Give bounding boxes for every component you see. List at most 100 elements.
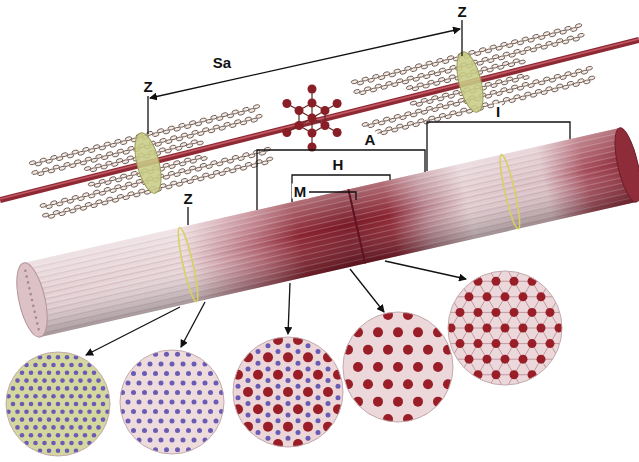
lattice-dot xyxy=(308,85,317,94)
thin-filament-dot xyxy=(306,401,311,406)
thin-filament-bead xyxy=(264,147,271,152)
thin-filament-dot xyxy=(69,347,74,352)
thin-filament-dot xyxy=(96,378,101,383)
thick-filament-dot xyxy=(373,293,383,303)
thick-filament-dot xyxy=(263,352,273,362)
thin-filament-dot xyxy=(175,428,180,433)
thin-filament-dot xyxy=(74,402,79,407)
thick-filament-dot xyxy=(546,308,555,317)
cap-dot xyxy=(24,269,27,272)
m-bridge xyxy=(550,375,559,391)
thin-filament-dot xyxy=(192,342,197,347)
thin-filament-dot xyxy=(38,371,43,376)
thin-filament-dot xyxy=(326,378,331,383)
z-line-ring xyxy=(497,154,524,230)
thin-filament-dot xyxy=(51,394,56,399)
thin-filament-dot xyxy=(131,390,136,395)
thin-filament-dot xyxy=(24,409,29,414)
thin-filament-dot xyxy=(137,419,142,424)
thin-filament-dot xyxy=(126,438,131,443)
thin-filament-dot xyxy=(109,409,114,414)
thin-filament-dot xyxy=(83,417,88,422)
thick-filament-dot xyxy=(483,292,492,301)
m-bridge xyxy=(559,296,577,297)
thick-filament-dot xyxy=(447,355,456,364)
thin-filament-dot xyxy=(115,400,120,405)
thin-filament-dot xyxy=(96,441,101,446)
thin-filament-dot xyxy=(42,363,47,368)
thick-filament-dot xyxy=(333,439,343,449)
thin-filament-dot xyxy=(170,457,175,462)
thick-filament-dot xyxy=(456,308,465,317)
thin-filament-dot xyxy=(56,433,61,438)
thin-filament-dot xyxy=(346,413,351,418)
thin-filament-dot xyxy=(208,447,213,452)
thick-filament-dot xyxy=(537,324,546,333)
thick-filament-dot xyxy=(403,379,413,389)
thin-filament-dot xyxy=(78,456,83,461)
thin-filament-dot xyxy=(69,409,74,414)
lattice-dot xyxy=(295,121,304,130)
thin-filament-dot xyxy=(42,394,47,399)
thick-filament-dot xyxy=(313,370,323,380)
thick-filament-dot xyxy=(303,422,313,432)
thick-filament-dot xyxy=(223,387,233,397)
z-disk-group xyxy=(29,103,274,221)
m-bridge xyxy=(505,390,514,406)
lattice-icon xyxy=(282,85,341,152)
m-bridge xyxy=(541,375,550,391)
thick-filament-dot xyxy=(213,404,223,414)
thin-filament-dot xyxy=(120,428,125,433)
thin-filament-dot xyxy=(219,371,224,376)
thin-filament-dot xyxy=(192,361,197,366)
thin-filament-dot xyxy=(109,390,114,395)
thin-filament-dot xyxy=(83,433,88,438)
thin-filament-dot xyxy=(208,428,213,433)
thin-filament-dot xyxy=(256,395,261,400)
thick-filament-dot xyxy=(283,456,293,462)
lattice-dot xyxy=(320,106,329,115)
thin-filament-dot xyxy=(159,457,164,462)
thin-filament-dot xyxy=(87,425,92,430)
thick-filament-dot xyxy=(463,379,473,389)
thick-filament-dot xyxy=(303,318,313,328)
thick-filament-dot xyxy=(465,324,474,333)
thin-filament-dot xyxy=(296,453,301,458)
thin-filament-dot xyxy=(170,342,175,347)
m-bridge xyxy=(433,312,442,328)
thin-filament-dot xyxy=(286,436,291,441)
thin-filament-dot xyxy=(78,409,83,414)
z-disk xyxy=(452,49,488,114)
thick-filament-dot xyxy=(333,362,343,372)
thin-filament-dot xyxy=(153,371,158,376)
thin-filament-dot xyxy=(148,400,153,405)
cross-section xyxy=(448,271,562,385)
thick-filament-dot xyxy=(273,439,283,449)
thin-filament-dot xyxy=(11,402,16,407)
thin-filament-dot xyxy=(181,400,186,405)
thin-filament-dot xyxy=(120,371,125,376)
thick-filament-dot xyxy=(273,404,283,414)
thin-filament-dot xyxy=(256,430,261,435)
sarcomere-label: Sa xyxy=(211,55,233,70)
thick-filament-dot xyxy=(438,308,447,317)
thin-filament-dot xyxy=(296,418,301,423)
thin-filament-dot xyxy=(276,395,281,400)
thin-filament-dot xyxy=(60,456,65,461)
thin-filament-dot xyxy=(142,371,147,376)
cross-section-pattern xyxy=(109,342,235,461)
thin-filament-dot xyxy=(226,378,231,383)
thin-filament-dot xyxy=(83,371,88,376)
thin-filament-dot xyxy=(29,417,34,422)
thin-filament-dot xyxy=(110,386,115,391)
thick-filament-dot xyxy=(413,327,423,337)
thin-filament-dot xyxy=(286,343,291,348)
thick-filament-dot xyxy=(519,292,528,301)
thick-filament-dot xyxy=(393,293,403,303)
thin-filament-dot xyxy=(276,418,281,423)
thin-filament-dot xyxy=(286,378,291,383)
thin-filament-dot xyxy=(38,433,43,438)
thin-filament-dot xyxy=(20,448,25,453)
thin-filament-dot xyxy=(60,378,65,383)
m-bridge xyxy=(460,266,469,282)
